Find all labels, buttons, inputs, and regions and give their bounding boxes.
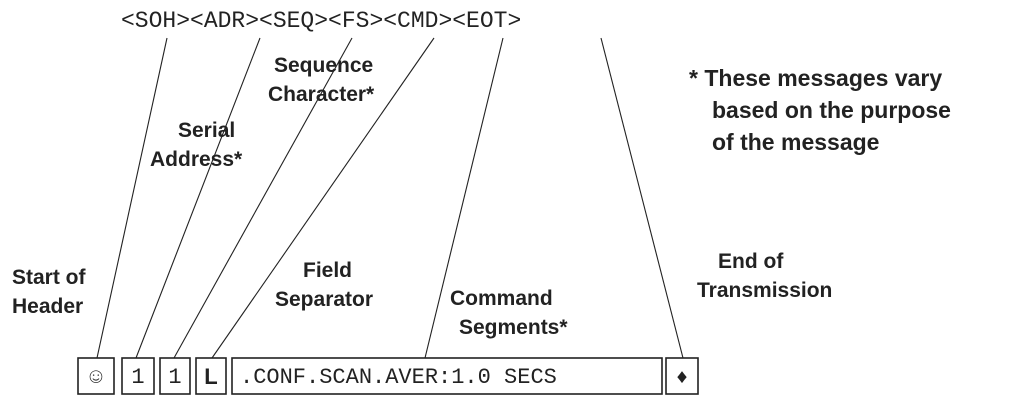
field-box-fs xyxy=(195,357,227,395)
label-field-separator: Field Separator xyxy=(275,259,373,311)
connector-soh xyxy=(96,37,168,359)
svg-text:Transmission: Transmission xyxy=(697,279,832,302)
svg-text:End of: End of xyxy=(718,250,784,273)
svg-text:Header: Header xyxy=(12,295,83,318)
label-serial-address: Serial Address* xyxy=(150,119,243,171)
svg-text:* These messages vary: * These messages vary xyxy=(689,65,942,91)
connector-adr xyxy=(135,37,261,359)
label-start-of-header: Start of Header xyxy=(12,266,87,318)
svg-text:Separator: Separator xyxy=(275,288,373,311)
svg-text:Start of: Start of xyxy=(12,266,87,289)
svg-text:Sequence: Sequence xyxy=(274,54,373,77)
connector-seq xyxy=(173,37,353,359)
field-box-soh xyxy=(77,357,115,395)
label-sequence-character: Sequence Character* xyxy=(268,54,375,106)
svg-text:Field: Field xyxy=(303,259,352,282)
frame-header: <SOH><ADR><SEQ><FS><CMD><EOT> xyxy=(121,8,521,34)
example-message: ☺ 1 1 L .CONF.SCAN.AVER:1.0 SECS ♦ xyxy=(77,357,699,395)
svg-text:based on the purpose: based on the purpose xyxy=(712,97,951,123)
svg-text:of the message: of the message xyxy=(712,129,879,155)
connector-fs xyxy=(211,37,435,359)
connector-eot xyxy=(600,37,684,359)
field-value-adr: 1 xyxy=(131,365,144,390)
field-box-seq xyxy=(159,357,191,395)
field-value-cmd: .CONF.SCAN.AVER:1.0 SECS xyxy=(240,365,557,390)
variable-messages-note: * These messages vary based on the purpo… xyxy=(689,65,951,155)
connector-cmd xyxy=(424,37,504,359)
field-box-cmd xyxy=(231,357,663,395)
label-end-of-transmission: End of Transmission xyxy=(697,250,832,302)
diamond-icon: ♦ xyxy=(676,367,688,390)
label-command-segments: Command Segments* xyxy=(450,287,568,339)
svg-text:Serial: Serial xyxy=(178,119,235,142)
field-value-fs: L xyxy=(204,364,217,389)
smiley-icon: ☺ xyxy=(89,365,102,390)
field-value-seq: 1 xyxy=(168,365,181,390)
field-box-eot xyxy=(665,357,699,395)
svg-text:Segments*: Segments* xyxy=(459,316,568,339)
svg-text:Character*: Character* xyxy=(268,83,375,106)
svg-text:Address*: Address* xyxy=(150,148,243,171)
svg-text:Command: Command xyxy=(450,287,553,310)
field-box-adr xyxy=(121,357,155,395)
